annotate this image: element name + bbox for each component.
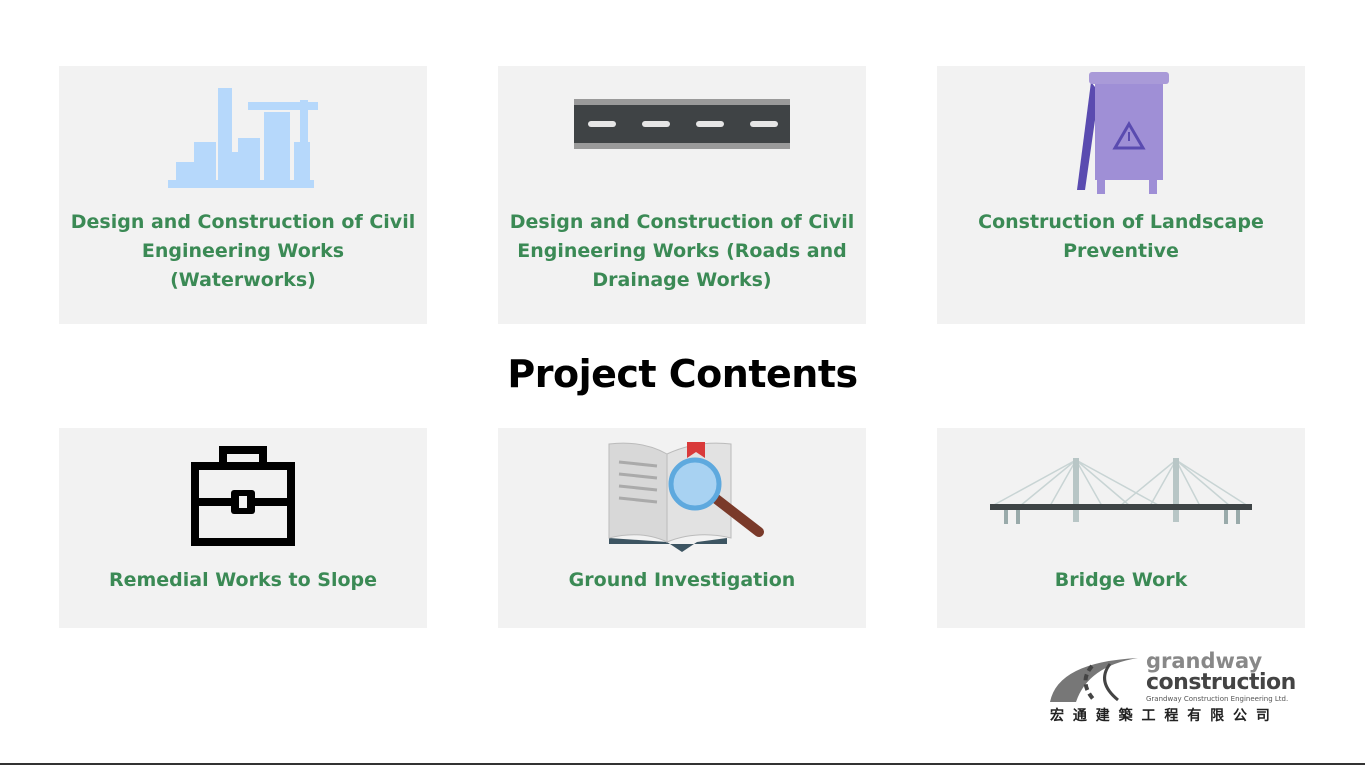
card-label: Design and Construction of Civil Enginee…	[70, 211, 416, 291]
book-magnifier-icon	[608, 442, 764, 552]
company-logo: grandway construction Grandway Construct…	[1048, 650, 1308, 725]
bridge-icon	[990, 458, 1252, 524]
bottom-divider	[0, 763, 1365, 765]
card-bridge: Bridge Work	[937, 428, 1305, 628]
card-slope: Remedial Works to Slope	[59, 428, 427, 628]
card-label: Construction of Landscape Preventive	[978, 211, 1264, 262]
logo-line2: construction	[1146, 670, 1296, 695]
card-ground: Ground Investigation	[498, 428, 866, 628]
road-icon	[574, 99, 790, 149]
card-label: Ground Investigation	[568, 569, 796, 591]
card-label: Design and Construction of Civil Enginee…	[509, 211, 855, 291]
road-swoosh-icon	[1050, 658, 1138, 702]
card-label: Bridge Work	[1054, 569, 1188, 591]
card-landscape: Construction of Landscape Preventive	[937, 66, 1305, 324]
logo-chinese: 宏 通 建 築 工 程 有 限 公 司	[1050, 708, 1272, 724]
logo-line1: grandway	[1146, 649, 1263, 673]
warning-sign-icon	[1077, 72, 1169, 194]
logo-line3: Grandway Construction Engineering Ltd.	[1146, 695, 1289, 703]
page-title: Project Contents	[507, 352, 858, 396]
card-waterworks: Design and Construction of Civil Enginee…	[59, 66, 427, 324]
city-crane-icon	[168, 88, 318, 188]
card-label: Remedial Works to Slope	[108, 569, 377, 591]
toolbox-icon	[191, 446, 295, 546]
card-roads: Design and Construction of Civil Enginee…	[498, 66, 866, 324]
